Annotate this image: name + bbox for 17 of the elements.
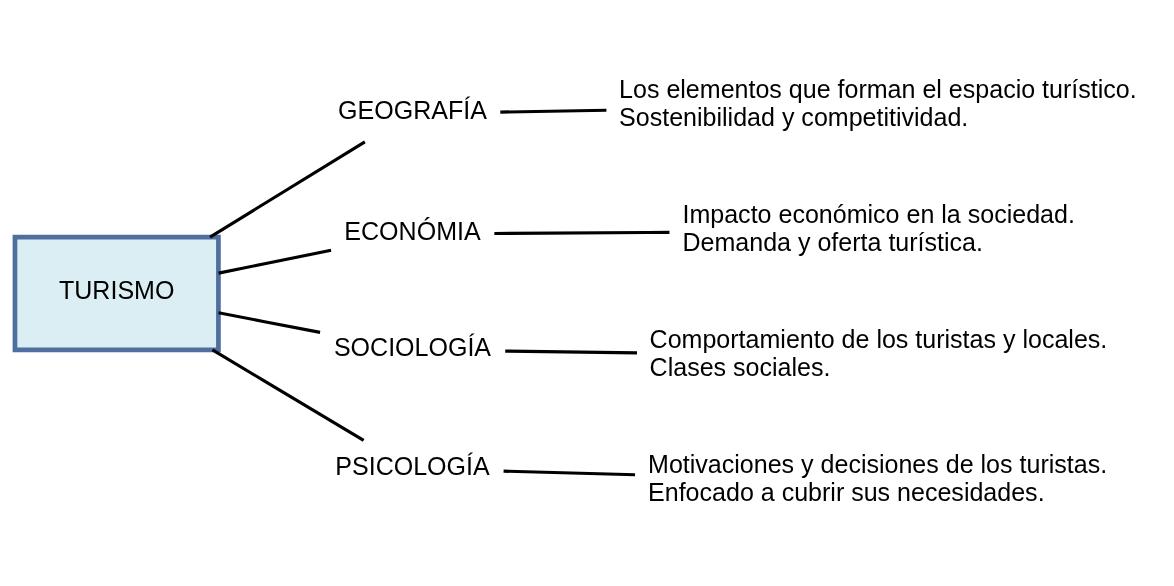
connector — [211, 348, 365, 442]
node-text: Comportamiento de los turistas y locales. Clases sociales. — [649, 324, 1108, 381]
node-text: ECONÓMIA — [344, 216, 481, 245]
node-box: TURISMO — [12, 234, 221, 352]
node-text: SOCIOLOGÍA — [333, 332, 492, 361]
node-text: Motivaciones y decisiones de los turistas. Enfocado a cubrir sus necesidades. — [648, 449, 1108, 506]
connector — [503, 469, 636, 476]
node-text: PSICOLOGÍA — [335, 451, 490, 480]
connector — [500, 108, 607, 114]
connector — [505, 349, 638, 354]
connector — [218, 248, 332, 275]
connector — [209, 140, 366, 238]
node-text: Los elementos que forman el espacio turístico. Sostenibilidad y competitividad. — [619, 74, 1137, 131]
connector — [218, 310, 321, 334]
node-text: GEOGRAFÍA — [338, 95, 487, 124]
node-text: Impacto económico en la sociedad. Demanda y oferta turística. — [682, 199, 1075, 256]
connector — [494, 230, 670, 235]
